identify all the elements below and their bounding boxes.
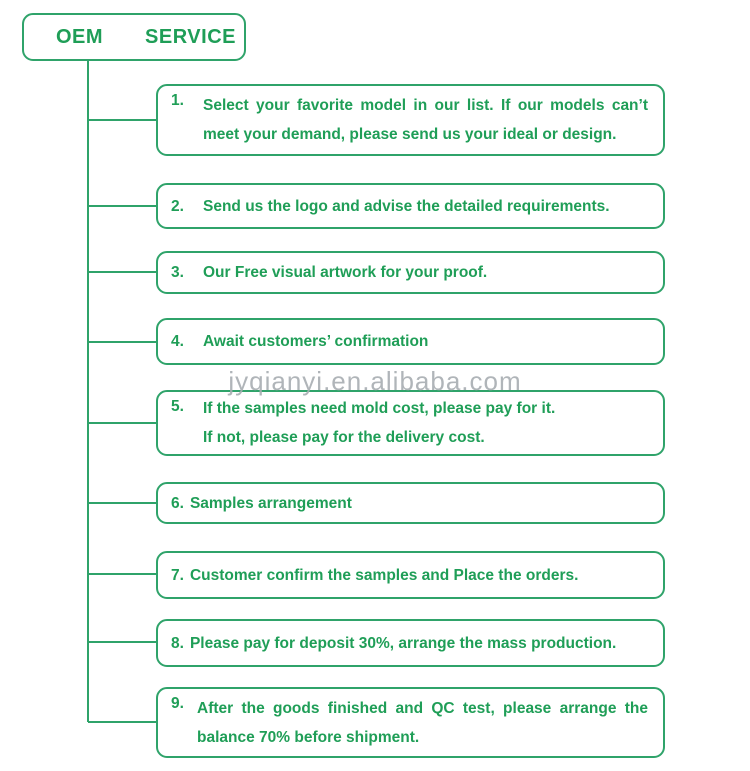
step-number: 1. <box>171 92 184 109</box>
step-text-line: meet your demand, please send us your id… <box>203 126 617 143</box>
connector-line-2 <box>88 205 158 207</box>
step-box-7: 7. Customer confirm the samples and Plac… <box>156 551 665 599</box>
step-number: 8. <box>171 634 184 652</box>
step-number: 7. <box>171 566 184 584</box>
watermark-text: jyqianyi.en.alibaba.com <box>228 366 522 396</box>
step-text-line: Send us the logo and advise the detailed… <box>203 197 610 215</box>
step-number: 2. <box>171 197 184 215</box>
step-text-line: If the samples need mold cost, please pa… <box>203 400 556 417</box>
step-number: 4. <box>171 333 184 350</box>
step-box-1: 1. Select your favorite model in our lis… <box>156 84 665 156</box>
step-box-9: 9. After the goods finished and QC test,… <box>156 687 665 758</box>
step-box-8: 8. Please pay for deposit 30%, arrange t… <box>156 619 665 667</box>
title-word-service: SERVICE <box>145 25 236 48</box>
step-text-line: Our Free visual artwork for your proof. <box>203 264 488 281</box>
connector-line-8 <box>88 641 158 643</box>
connector-line-4 <box>88 341 158 343</box>
step-text-line: If not, please pay for the delivery cost… <box>203 429 485 446</box>
step-text-line: balance 70% before shipment. <box>197 728 420 746</box>
step-text-line: Select your favorite model in our list. … <box>203 97 648 114</box>
step-number: 9. <box>171 695 184 712</box>
step-box-3: 3. Our Free visual artwork for your proo… <box>156 251 665 294</box>
step-number: 5. <box>171 398 184 415</box>
step-box-4: 4. Await customers’ confirmation <box>156 318 665 365</box>
step-text-line: Await customers’ confirmation <box>203 333 429 350</box>
step-box-6: 6. Samples arrangement <box>156 482 665 524</box>
connector-line-6 <box>88 502 158 504</box>
step-text-line: Please pay for deposit 30%, arrange the … <box>189 634 617 652</box>
step-box-2: 2. Send us the logo and advise the detai… <box>156 183 665 229</box>
connector-line-5 <box>88 422 158 424</box>
step-text-line: Samples arrangement <box>189 494 352 512</box>
step-text-line: After the goods finished and QC test, pl… <box>197 699 648 717</box>
step-box-5: 5. If the samples need mold cost, please… <box>156 390 665 456</box>
connector-line-3 <box>88 271 158 273</box>
connector-line-7 <box>88 573 158 575</box>
step-number: 6. <box>171 494 184 512</box>
step-number: 3. <box>171 264 184 281</box>
title-box: OEM SERVICE <box>22 13 246 61</box>
connector-line-9 <box>88 721 158 723</box>
step-text-line: Customer confirm the samples and Place t… <box>189 566 579 584</box>
title-word-oem: OEM <box>55 25 104 48</box>
trunk-line <box>87 61 89 722</box>
connector-line-1 <box>88 119 158 121</box>
